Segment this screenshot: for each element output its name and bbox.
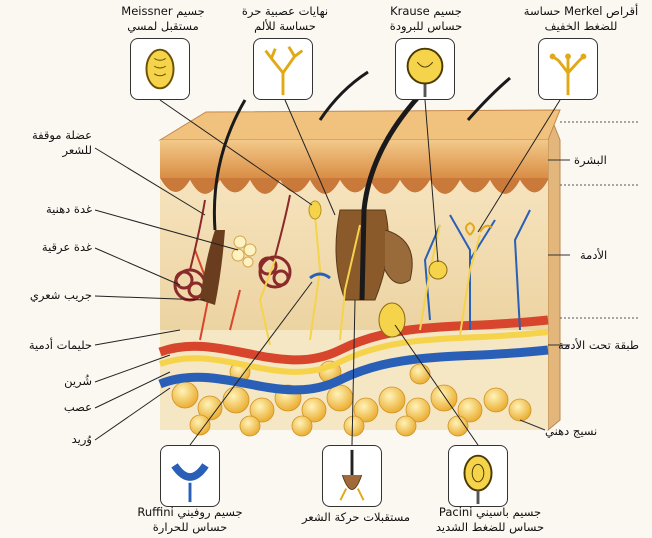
hair-receptor-label: مستقبلات حركة الشعر — [296, 510, 416, 525]
layer-guides — [560, 122, 640, 318]
block-side — [548, 110, 560, 430]
ruffini-icon — [161, 446, 219, 506]
free-nerve-ending-icon — [254, 39, 312, 99]
krause-bulb — [429, 261, 447, 279]
fat-tissue-label: نسيج دهني — [545, 424, 597, 439]
skin-surface — [160, 110, 560, 140]
pacini-inset — [448, 445, 508, 507]
krause-inset — [395, 38, 455, 100]
pacinian-corpuscle — [379, 303, 405, 337]
sebaceous-gland-label: غدة دهنية — [46, 202, 92, 217]
dermal-papillae-label: حليمات أدمية — [29, 338, 92, 353]
venule-label: وُريد — [72, 432, 92, 447]
krause-icon — [396, 39, 454, 99]
meissner-inset — [130, 38, 190, 100]
hair-receptor-icon — [323, 446, 381, 506]
merkel-inset — [538, 38, 598, 100]
dermis-label: الأدمة — [580, 248, 607, 263]
hypodermis-label: طبقة تحت الأدمة — [558, 338, 639, 353]
arteriole-label: شُرين — [64, 374, 92, 389]
meissner-icon — [131, 39, 189, 99]
nerve-label: عصب — [64, 400, 92, 415]
pacini-icon — [449, 446, 507, 506]
merkel-icon — [539, 39, 597, 99]
epidermis-label: البشرة — [574, 153, 607, 168]
ruffini-inset — [160, 445, 220, 507]
free-nerve-inset — [253, 38, 313, 100]
hair-follicle-label: جريب شعري — [30, 288, 92, 303]
hair-receptor-inset — [322, 445, 382, 507]
sweat-gland-label: غدة عرقية — [42, 240, 92, 255]
